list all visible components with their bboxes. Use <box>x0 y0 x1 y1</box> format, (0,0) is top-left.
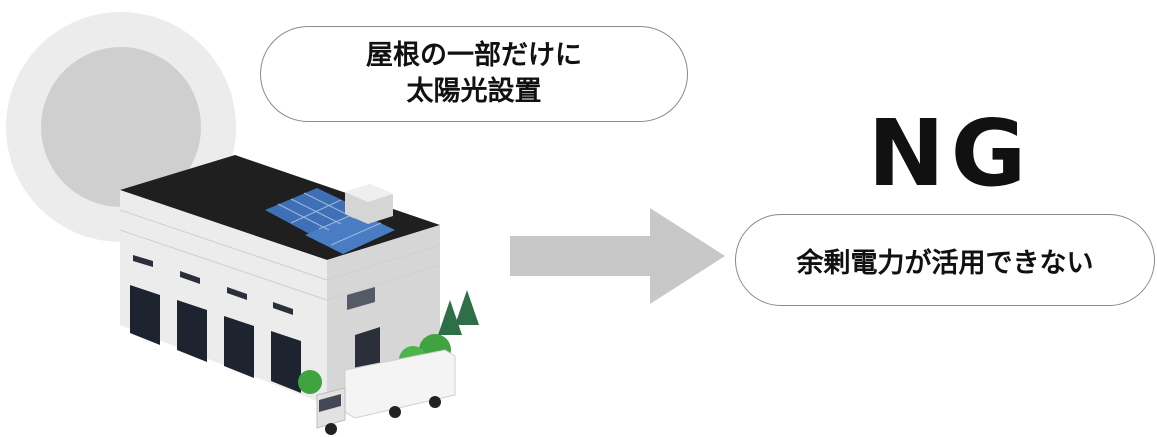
verdict-text: NG <box>867 100 1033 207</box>
warehouse-illustration-icon <box>119 155 479 435</box>
condition-callout: 屋根の一部だけに 太陽光設置 <box>260 26 688 122</box>
right-arrow-icon <box>510 208 725 304</box>
result-callout: 余剰電力が活用できない <box>735 214 1155 306</box>
result-text: 余剰電力が活用できない <box>796 247 1094 279</box>
condition-line-2: 太陽光設置 <box>406 76 542 107</box>
condition-line-1: 屋根の一部だけに <box>366 40 582 71</box>
